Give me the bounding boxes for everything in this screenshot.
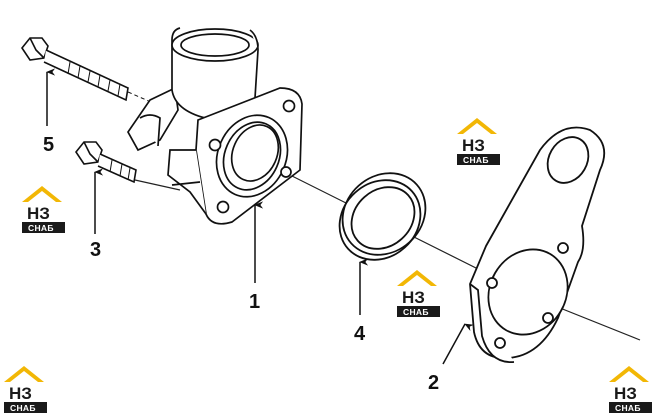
leader-arrow-2 — [442, 323, 474, 365]
svg-text:НЗ: НЗ — [402, 288, 425, 307]
callout-2: 2 — [428, 372, 439, 394]
svg-text:НЗ: НЗ — [9, 384, 32, 403]
bolt-long — [21, 37, 161, 107]
svg-text:СНАБ: СНАБ — [403, 307, 429, 317]
watermark-logo: НЗ СНАБ — [22, 186, 65, 233]
watermark-logo: НЗ СНАБ — [4, 366, 47, 413]
svg-text:СНАБ: СНАБ — [615, 403, 641, 413]
callout-5: 5 — [43, 134, 54, 156]
svg-text:СНАБ: СНАБ — [10, 403, 36, 413]
watermark-logo: НЗ СНАБ — [397, 270, 440, 317]
svg-text:НЗ: НЗ — [614, 384, 637, 403]
callout-4: 4 — [354, 323, 366, 345]
svg-text:НЗ: НЗ — [462, 136, 485, 155]
leader-arrows — [46, 68, 474, 365]
sealing-ring — [338, 172, 427, 261]
svg-text:НЗ: НЗ — [27, 204, 50, 223]
callout-1: 1 — [249, 291, 260, 313]
svg-text:СНАБ: СНАБ — [463, 155, 489, 165]
bolt-short — [75, 141, 137, 184]
water-outlet-housing — [127, 27, 303, 225]
callout-3: 3 — [90, 239, 101, 261]
svg-text:СНАБ: СНАБ — [28, 223, 54, 233]
flange-gasket-plate — [469, 126, 606, 363]
watermark-logo: НЗ СНАБ — [609, 366, 652, 413]
watermark-logo: НЗ СНАБ — [457, 118, 500, 165]
